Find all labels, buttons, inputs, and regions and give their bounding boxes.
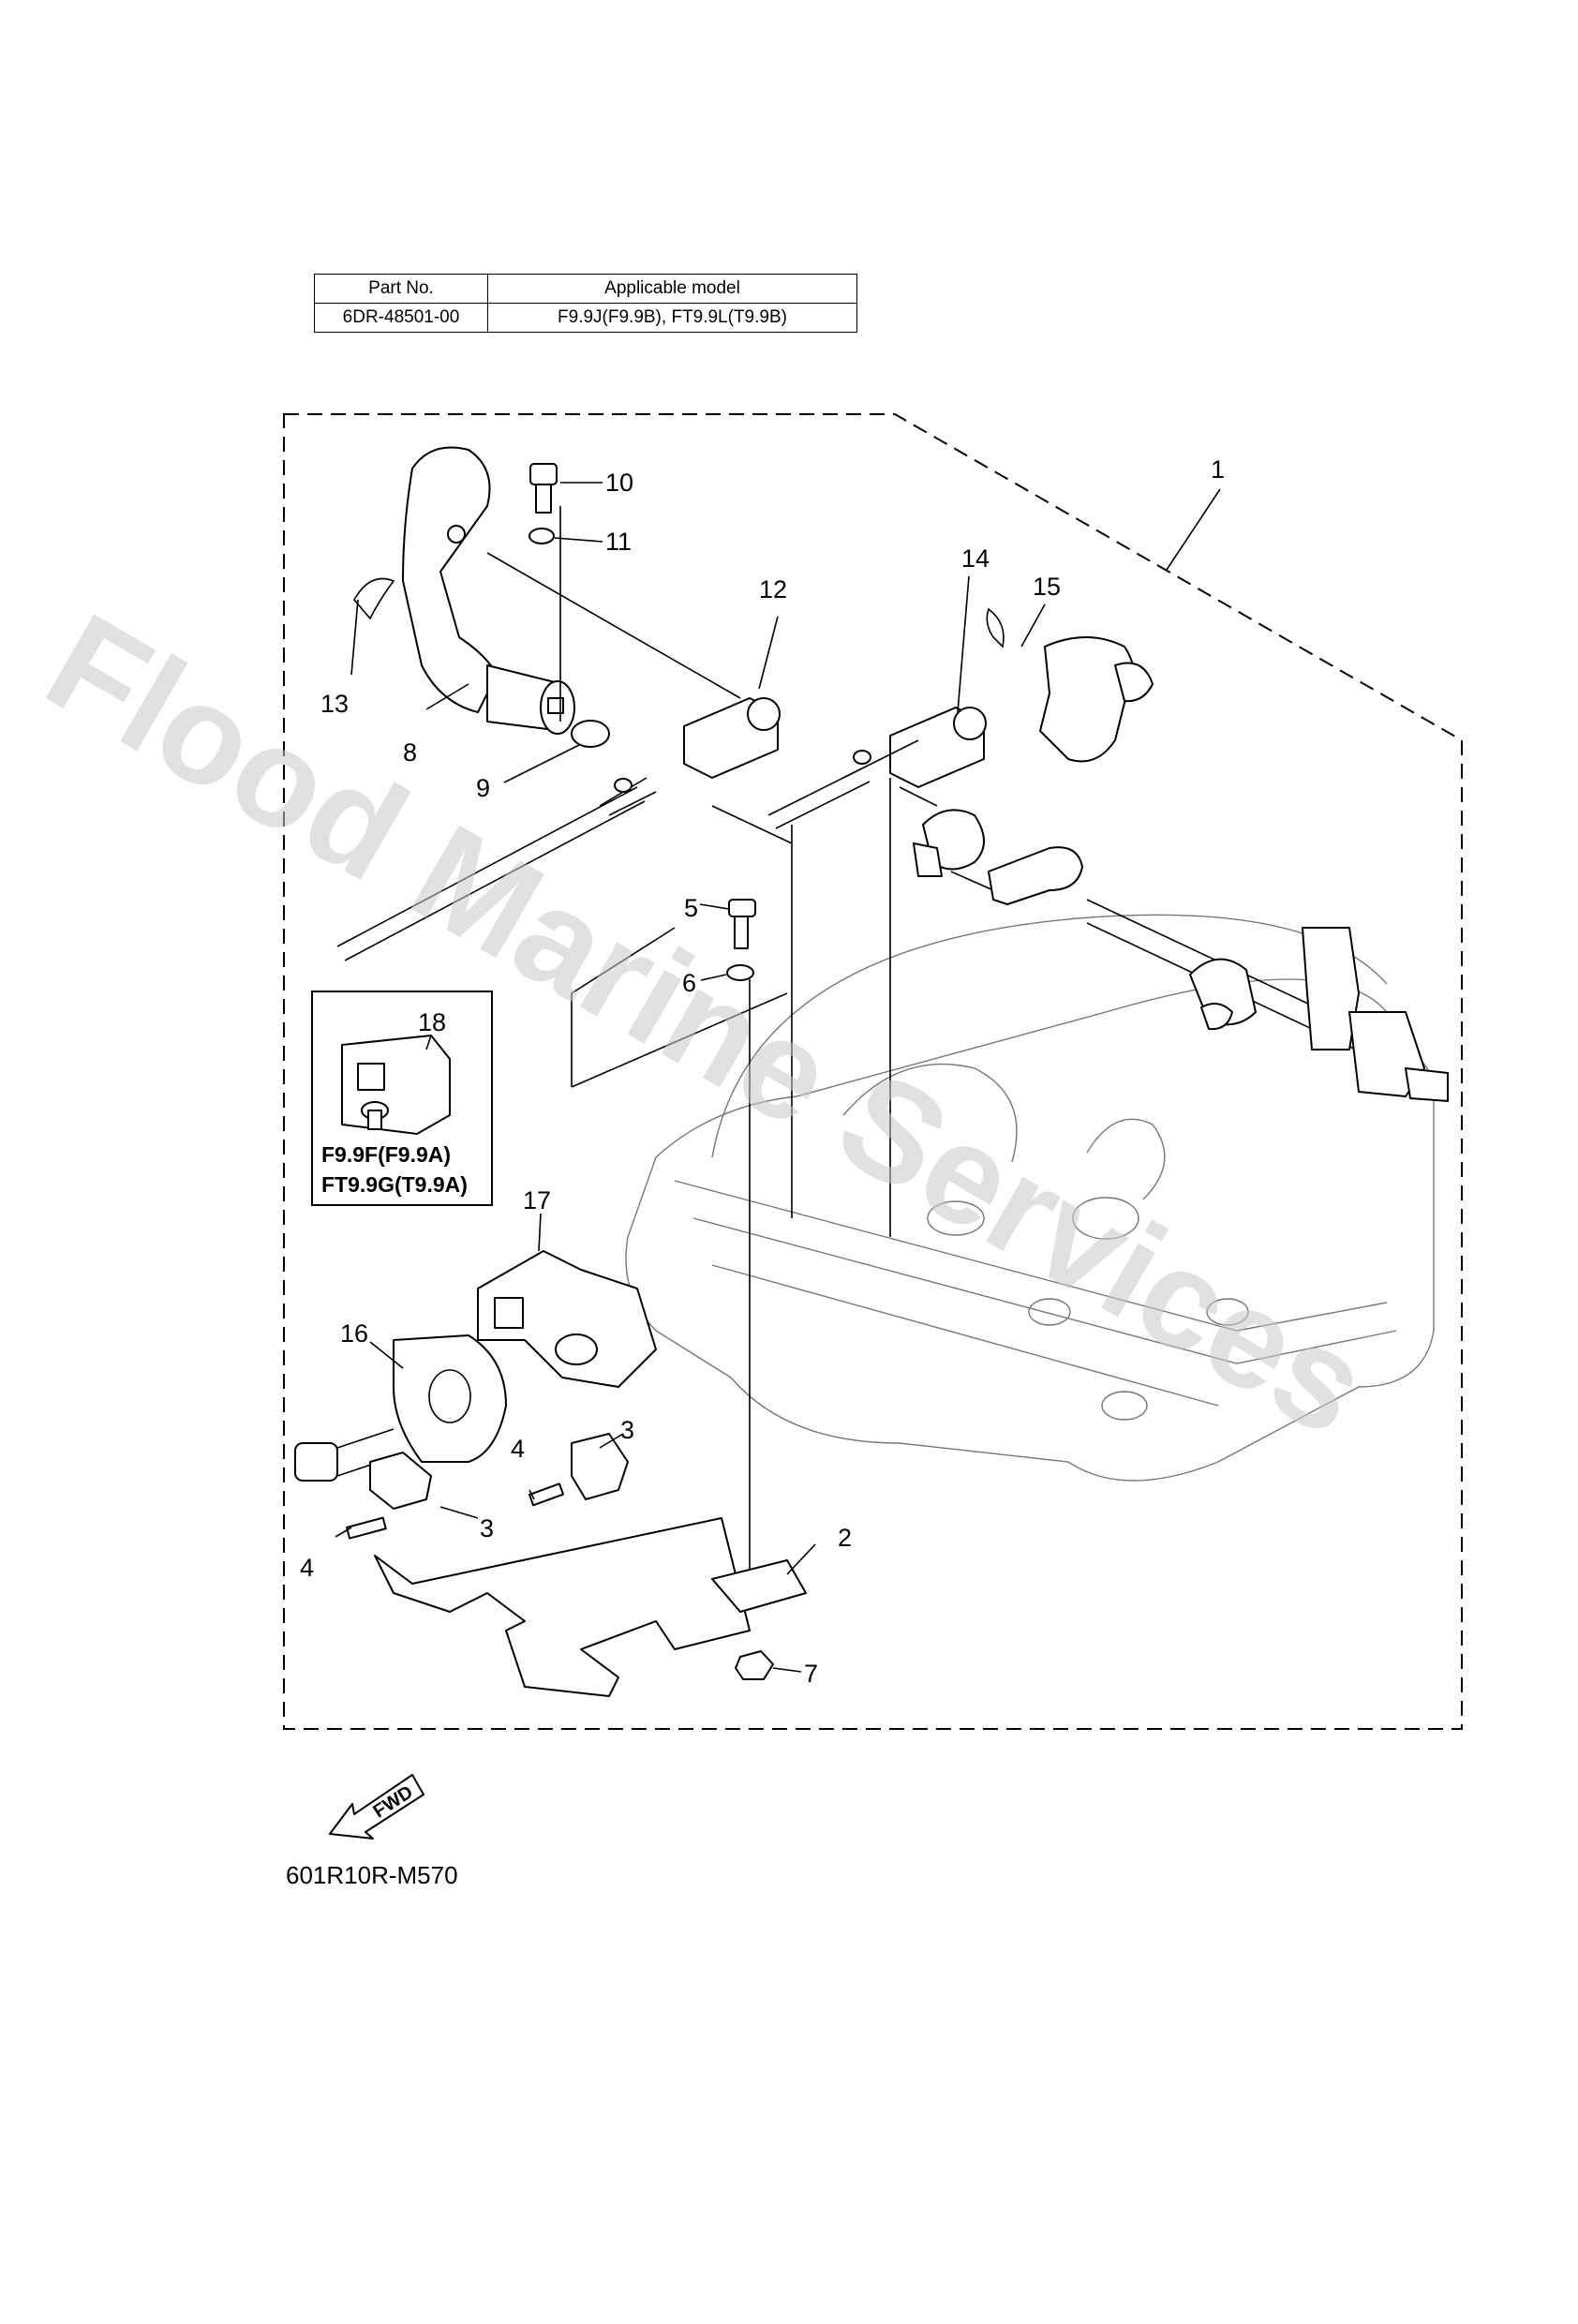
part-4-pin-right bbox=[528, 1482, 565, 1507]
part-10-bolt bbox=[529, 463, 558, 514]
callout-16: 16 bbox=[340, 1319, 368, 1348]
callout-14: 14 bbox=[961, 544, 990, 573]
part-13-clip bbox=[353, 577, 395, 620]
diagram-code: 601R10R-M570 bbox=[286, 1861, 458, 1889]
callout-4b: 4 bbox=[511, 1435, 525, 1463]
part-2-bracket bbox=[374, 1517, 751, 1697]
part-17-stopper bbox=[477, 1250, 657, 1388]
shift-cam-parts bbox=[913, 636, 1154, 905]
shift-linkage-assembly bbox=[950, 871, 1449, 1102]
part-3-damper-right bbox=[571, 1433, 629, 1500]
part-9-o-ring bbox=[571, 720, 610, 748]
header-part-no: Part No. bbox=[314, 274, 488, 304]
callout-3a: 3 bbox=[480, 1514, 494, 1542]
callout-18: 18 bbox=[418, 1008, 446, 1036]
leader-lines bbox=[335, 482, 1221, 1673]
callout-11: 11 bbox=[605, 528, 632, 556]
part-14-cable-joint bbox=[889, 707, 987, 788]
assembly-boundary bbox=[283, 413, 1463, 1730]
part-16-plate bbox=[393, 1334, 507, 1463]
callout-3b: 3 bbox=[620, 1416, 634, 1444]
variant-model-2: FT9.9G(T9.9A) bbox=[321, 1172, 468, 1197]
part-12-cable-joint bbox=[683, 697, 781, 779]
fwd-arrow-icon: FWD bbox=[329, 1774, 424, 1840]
variant-model-1: F9.9F(F9.9A) bbox=[321, 1142, 451, 1167]
callout-12: 12 bbox=[759, 575, 787, 603]
part-8-lever bbox=[402, 446, 575, 735]
callout-6: 6 bbox=[682, 969, 696, 997]
table-row: 6DR-48501-00 F9.9J(F9.9B), FT9.9L(T9.9B) bbox=[314, 303, 857, 333]
part-5-bolt bbox=[728, 899, 756, 949]
part-4-pin-left bbox=[345, 1516, 387, 1540]
part-15-clip bbox=[986, 607, 1005, 648]
projection-lines bbox=[486, 506, 938, 1593]
bolt-16 bbox=[294, 1428, 394, 1482]
engine-bracket-outline bbox=[625, 914, 1435, 1482]
control-cables bbox=[336, 739, 919, 961]
parts-table: Part No. Applicable model 6DR-48501-00 F… bbox=[314, 274, 857, 333]
callout-7: 7 bbox=[804, 1660, 818, 1688]
part-3-damper-left bbox=[369, 1452, 432, 1510]
part-7-nut bbox=[735, 1650, 774, 1680]
callout-9: 9 bbox=[476, 774, 490, 802]
applicable-model-cell: F9.9J(F9.9B), FT9.9L(T9.9B) bbox=[487, 303, 857, 333]
part-11-washer bbox=[528, 528, 555, 544]
callout-8: 8 bbox=[403, 738, 417, 767]
part-6-washer bbox=[726, 964, 754, 981]
callout-15: 15 bbox=[1033, 573, 1061, 601]
callout-4a: 4 bbox=[300, 1554, 314, 1582]
callout-5: 5 bbox=[684, 894, 698, 922]
callout-10: 10 bbox=[605, 469, 633, 497]
callout-2: 2 bbox=[838, 1524, 852, 1552]
callout-13: 13 bbox=[320, 690, 349, 718]
callout-1: 1 bbox=[1211, 455, 1225, 484]
header-applicable-model: Applicable model bbox=[487, 274, 857, 304]
part-18-stopper bbox=[341, 1035, 451, 1135]
table-header-row: Part No. Applicable model bbox=[314, 274, 857, 304]
callout-17: 17 bbox=[523, 1186, 551, 1214]
